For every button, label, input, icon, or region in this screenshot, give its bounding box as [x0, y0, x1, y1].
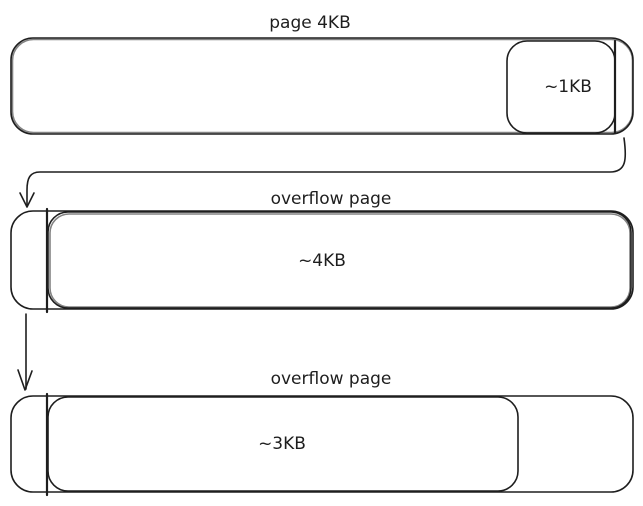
segment-label-2: ~4KB	[298, 251, 346, 271]
page-block-3: overflow page ~3KB	[10, 369, 634, 497]
page-block-2: overflow page ~4KB	[10, 189, 634, 314]
page-block-1: page 4KB ~1KB	[10, 13, 634, 135]
page-title-1: page 4KB	[269, 13, 351, 33]
page-title-3: overflow page	[271, 369, 392, 389]
page-box-2	[10, 210, 634, 310]
pointer-arrowhead-1	[19, 192, 35, 208]
segment-label-3: ~3KB	[258, 434, 306, 454]
page-box-3	[10, 395, 634, 493]
page-title-2: overflow page	[271, 189, 392, 209]
pointer-arrow-1	[26, 137, 627, 207]
page-box-1-sketch	[11, 38, 634, 134]
pointer-arrowhead-2	[17, 369, 33, 391]
segment-label-1: ~1KB	[544, 77, 592, 97]
segment-box-2-sketch	[49, 213, 631, 308]
page-box-1	[10, 37, 634, 135]
